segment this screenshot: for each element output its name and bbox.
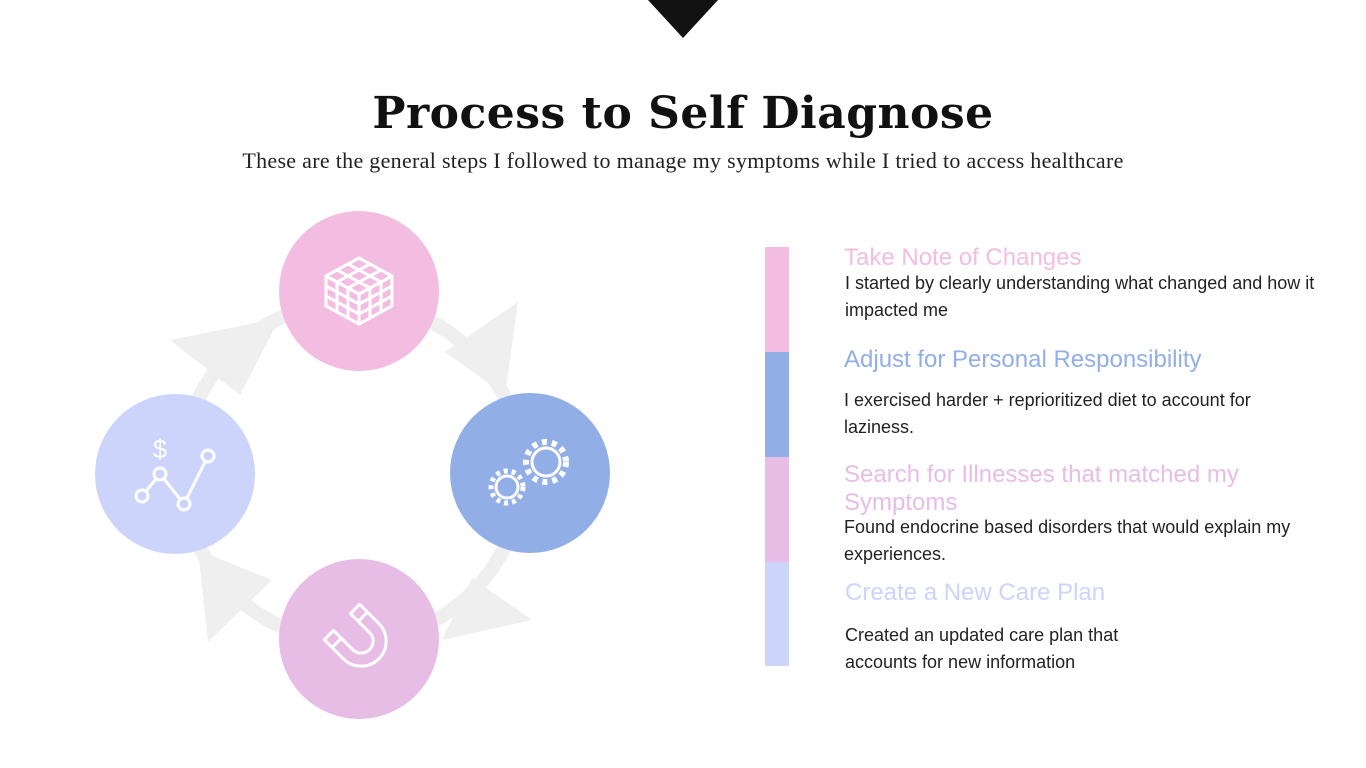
step-title-care-plan: Create a New Care Plan — [845, 579, 1106, 606]
magnet-icon — [322, 602, 388, 668]
step-title-adjust: Adjust for Personal Responsibility — [844, 346, 1202, 373]
step-bar-1 — [765, 247, 789, 352]
page-title: Process to Self Diagnose — [372, 88, 994, 139]
cycle-node-gears — [450, 393, 610, 553]
step-bar-4 — [765, 562, 789, 666]
cycle-arrowhead — [445, 302, 518, 395]
step-title-take-note: Take Note of Changes — [844, 244, 1082, 271]
step-bar-3 — [765, 457, 789, 562]
cycle-node-grid-cube — [279, 211, 439, 371]
step-desc-search: Found endocrine based disorders that wou… — [844, 517, 1291, 564]
top-triangle-marker — [648, 0, 718, 38]
cycle-arrowhead — [198, 550, 272, 642]
step-desc-take-note: I started by clearly understanding what … — [845, 273, 1315, 320]
page-subtitle: These are the general steps I followed t… — [242, 148, 1124, 173]
step-title-search: Search for Illnesses that matched my Sym… — [844, 461, 1239, 516]
cycle-arrowhead — [170, 318, 280, 395]
cycle-node-magnet — [279, 559, 439, 719]
cycle-node-chart: $ — [95, 394, 255, 554]
dollar-line-chart-icon — [134, 448, 216, 512]
gears-icon — [488, 439, 569, 506]
grid-cube-icon — [324, 256, 394, 326]
step-desc-adjust: I exercised harder + reprioritized diet … — [844, 390, 1251, 437]
cycle-arrows — [170, 302, 532, 642]
step-desc-care-plan: Created an updated care plan that accoun… — [845, 625, 1119, 672]
dollar-glyph: $ — [153, 434, 168, 464]
step-bar-2 — [765, 352, 789, 457]
cycle-arrowhead — [442, 578, 532, 640]
